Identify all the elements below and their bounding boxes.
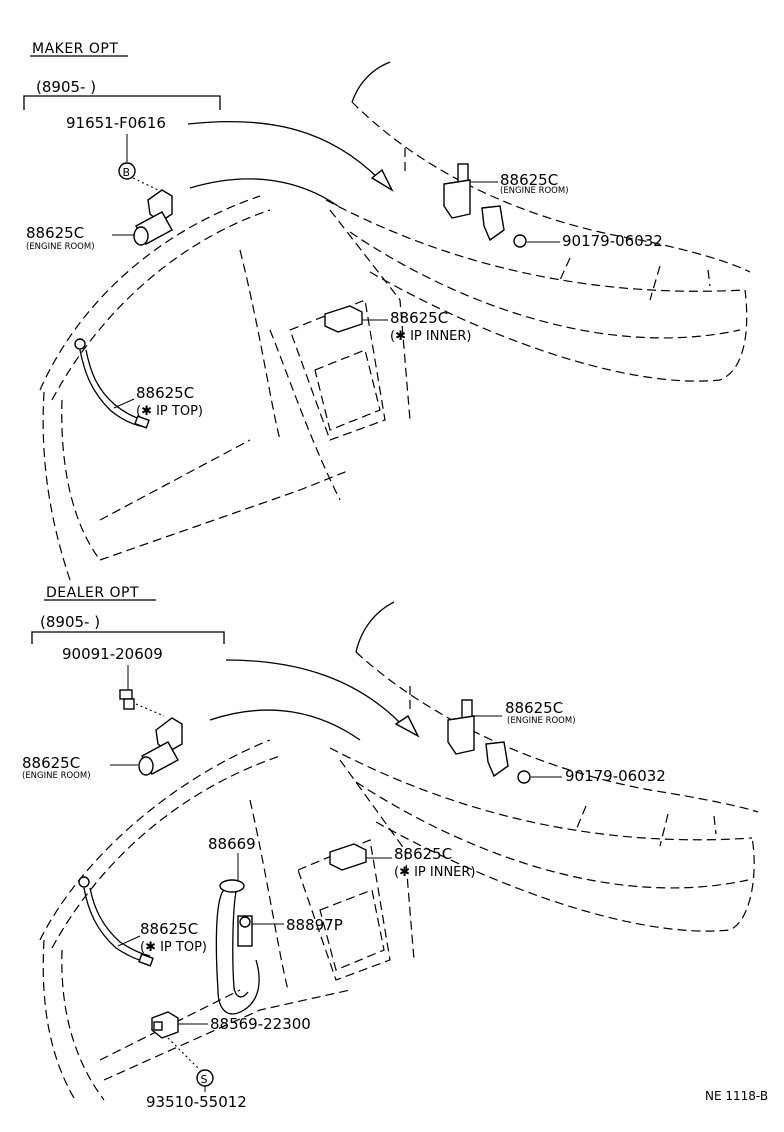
dealer-clamp-part	[151, 1011, 179, 1039]
dealer-section: DEALER OPT (8905- ) 90091-20609 88625C (…	[22, 585, 759, 1111]
dealer-relay-right-label: 88625C	[505, 699, 563, 717]
maker-ip-top-wire	[74, 338, 150, 429]
dealer-hose-part	[215, 879, 260, 1015]
maker-relay-left-location: (ENGINE ROOM)	[26, 242, 95, 252]
dealer-date-range: (8905- )	[40, 613, 100, 631]
maker-ip-top-location: (✱ IP TOP)	[136, 404, 203, 419]
maker-relay-left-part	[133, 189, 173, 246]
maker-arrow-lower	[189, 178, 339, 207]
dealer-relay-left-label: 88625C	[22, 754, 80, 772]
maker-relay-right-part	[443, 163, 527, 248]
maker-ip-inner-part	[324, 305, 363, 333]
dealer-nut-label: 90179-06032	[565, 767, 666, 785]
maker-relay-right-label: 88625C	[500, 171, 558, 189]
maker-date-range: (8905- )	[36, 78, 96, 96]
maker-bolt-marker-circle	[118, 162, 136, 180]
dealer-relay-right-part	[447, 699, 531, 784]
maker-ip-top-label: 88625C	[136, 384, 194, 402]
dealer-arrowhead-upper	[394, 714, 420, 738]
figure-code: NE 1118-B	[705, 1089, 768, 1103]
maker-ip-inner-label: 88625C	[390, 309, 448, 327]
maker-relay-left-label: 88625C	[26, 224, 84, 242]
maker-bolt-label: 91651-F0616	[66, 114, 166, 132]
dealer-ip-top-location: (✱ IP TOP)	[140, 940, 207, 955]
dealer-ip-top-wire	[78, 876, 154, 967]
dealer-ip-top-leader	[117, 935, 141, 947]
dealer-ip-inner-location: (✱ IP INNER)	[394, 865, 476, 880]
dealer-relay-right-location: (ENGINE ROOM)	[507, 716, 576, 726]
maker-bolt-dotline	[132, 177, 159, 191]
dealer-bolt-dotline	[135, 703, 165, 717]
maker-arrow-upper	[187, 120, 381, 181]
dealer-bolt-part	[119, 689, 135, 710]
dealer-screw-label: 93510-55012	[146, 1093, 247, 1111]
maker-ip-top-leader	[113, 398, 135, 409]
dealer-screw-dotline	[167, 1037, 201, 1071]
maker-section: MAKER OPT (8905- ) 91651-F0616 B 88625C …	[23, 41, 751, 581]
dealer-ip-inner-label: 88625C	[394, 845, 452, 863]
maker-range-bracket	[23, 95, 221, 110]
dealer-range-bracket	[31, 631, 225, 644]
dealer-relay-left-part	[138, 717, 183, 776]
dealer-relay-left-location: (ENGINE ROOM)	[22, 771, 91, 781]
dealer-plug-label: 88897P	[286, 916, 343, 934]
dealer-ip-inner-part	[329, 843, 367, 871]
dealer-dashboard	[39, 739, 415, 1101]
dealer-car-body	[329, 601, 759, 932]
maker-ip-inner-location: (✱ IP INNER)	[390, 329, 472, 344]
maker-section-title: MAKER OPT	[32, 41, 118, 57]
dealer-bolt-label: 90091-20609	[62, 645, 163, 663]
dealer-screw-marker: S	[201, 1073, 208, 1086]
maker-dashboard	[39, 195, 411, 581]
dealer-clamp-label: 88569-22300	[210, 1015, 311, 1033]
maker-arrowhead-upper	[370, 168, 394, 192]
maker-relay-right-location: (ENGINE ROOM)	[500, 186, 569, 196]
dealer-hose-label: 88669	[208, 835, 256, 853]
maker-car-body	[325, 61, 751, 382]
dealer-section-title: DEALER OPT	[46, 585, 139, 601]
dealer-arrow-lower	[209, 709, 361, 741]
dealer-arrow-upper	[225, 659, 406, 729]
maker-nut-label: 90179-06032	[562, 232, 663, 250]
dealer-ip-top-label: 88625C	[140, 920, 198, 938]
maker-bolt-marker: B	[123, 166, 131, 179]
